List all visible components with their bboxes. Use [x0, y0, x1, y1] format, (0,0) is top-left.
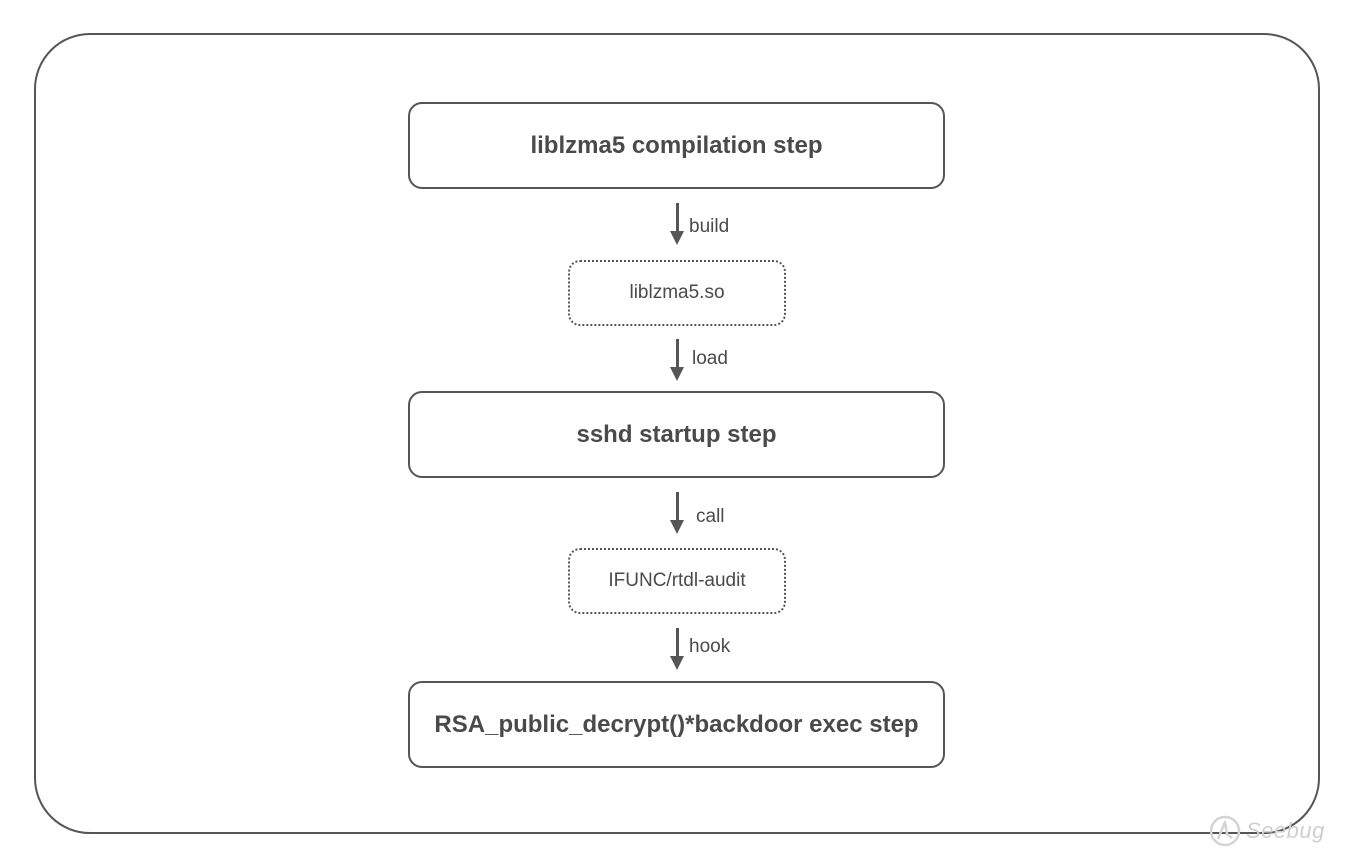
- edge-label-call: call: [696, 506, 725, 527]
- node-compilation-step: liblzma5 compilation step: [408, 102, 945, 189]
- edge-label-hook: hook: [689, 636, 731, 657]
- node-backdoor-exec-step: RSA_public_decrypt()*backdoor exec step: [408, 681, 945, 768]
- edge-arrow-hook: [670, 628, 684, 670]
- node-sshd-startup-step: sshd startup step: [408, 391, 945, 478]
- seebug-logo-icon: [1209, 815, 1241, 847]
- node-liblzma5-so: liblzma5.so: [568, 260, 786, 326]
- edge-arrow-load: [670, 339, 684, 381]
- node-ifunc-rtdl-audit: IFUNC/rtdl-audit: [568, 548, 786, 614]
- watermark-text: Seebug: [1246, 818, 1325, 843]
- edge-label-load: load: [692, 348, 728, 369]
- edge-label-build: build: [689, 216, 730, 237]
- edge-arrow-build: [670, 203, 684, 245]
- watermark: Seebug: [1208, 814, 1325, 848]
- outer-frame: [34, 33, 1320, 834]
- edge-arrow-call: [670, 492, 684, 534]
